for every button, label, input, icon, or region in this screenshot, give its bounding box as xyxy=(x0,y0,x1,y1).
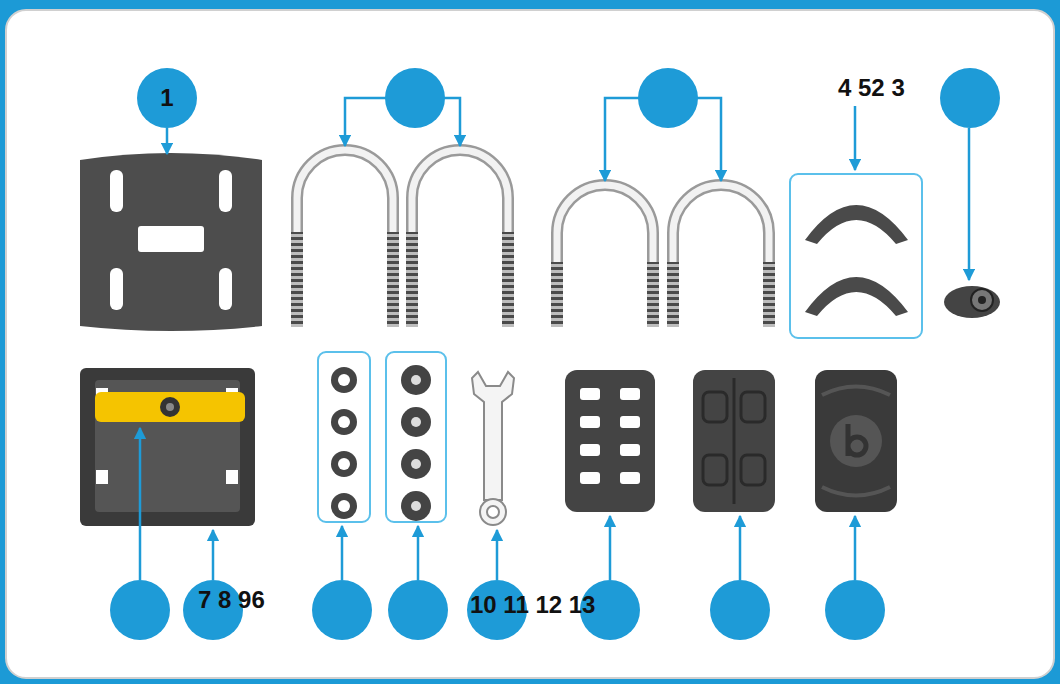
rubber-pads xyxy=(565,370,897,512)
bracket xyxy=(80,368,255,526)
mounting-plate xyxy=(80,153,262,331)
nuts xyxy=(318,352,370,522)
wrench xyxy=(472,372,514,525)
callout-number: 1 xyxy=(160,86,173,110)
callout-number: 10 11 12 13 xyxy=(470,593,595,617)
bolt-threads xyxy=(291,232,775,327)
callout-number: 7 8 96 xyxy=(198,588,265,612)
callout-circles xyxy=(110,68,1000,640)
leader-lines xyxy=(140,98,969,580)
u-bolts xyxy=(297,150,769,325)
washers xyxy=(386,352,446,522)
callout-number: 4 52 3 xyxy=(838,76,905,100)
knob xyxy=(944,286,1000,318)
panel xyxy=(6,10,1054,678)
callout-circle: 1 xyxy=(137,68,197,128)
arch-pads xyxy=(790,174,922,338)
